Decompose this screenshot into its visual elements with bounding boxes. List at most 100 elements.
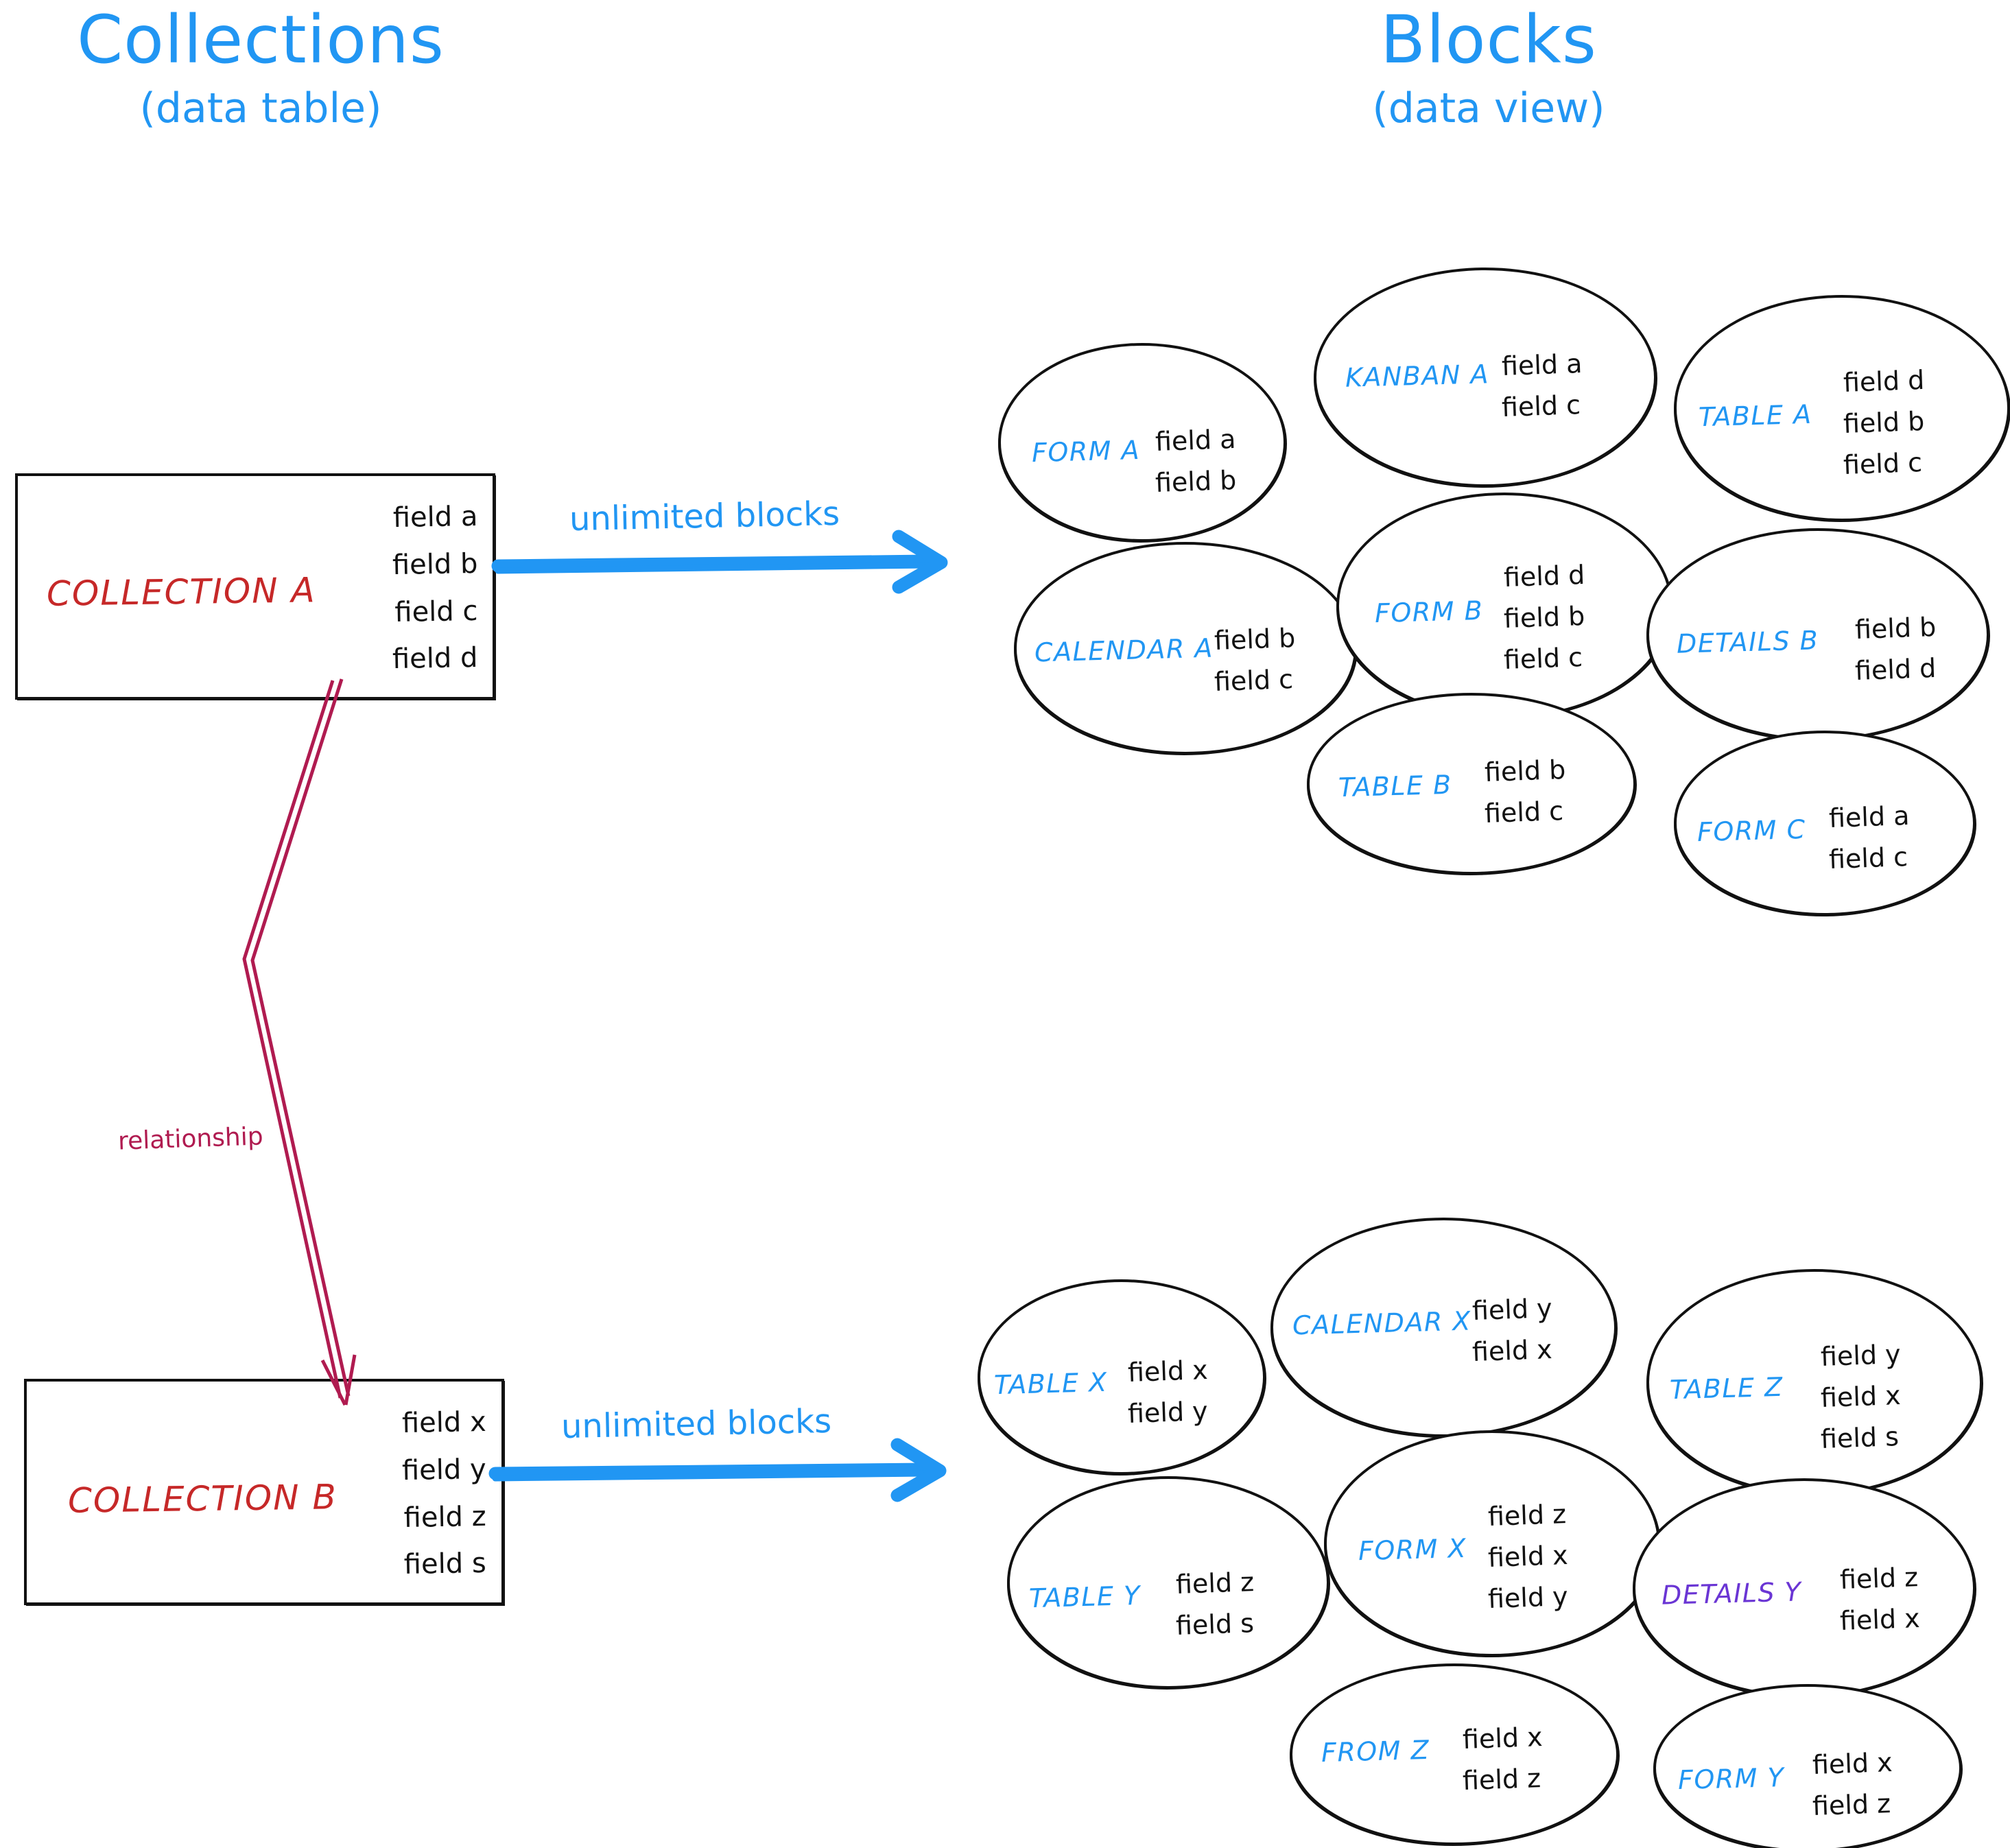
block-table-x-fields: field x field y	[1127, 1351, 1209, 1433]
block-field: field c	[1843, 447, 1923, 481]
block-kanban-a[interactable]: KANBAN A field a field c	[1314, 268, 1657, 487]
block-calendar-x-label: CALENDAR X	[1292, 1305, 1472, 1341]
block-table-z-fields: field y field x field s	[1820, 1335, 1902, 1458]
block-calendar-a-fields: field b field c	[1214, 619, 1296, 701]
block-table-x[interactable]: TABLE X field x field y	[978, 1279, 1266, 1475]
collection-a-fields: field a field b field c field d	[392, 494, 477, 683]
collection-a-field: field d	[392, 642, 478, 676]
block-field: field y	[1471, 1292, 1553, 1327]
block-field: field a	[1155, 423, 1237, 458]
block-field: field c	[1501, 390, 1581, 423]
block-from-z-fields: field x field z	[1462, 1718, 1544, 1800]
block-field: field y	[1487, 1581, 1569, 1615]
block-field: field d	[1843, 364, 1925, 399]
block-field: field x	[1820, 1380, 1902, 1414]
block-form-a-label: FORM A	[1031, 434, 1141, 469]
block-form-x-fields: field z field x field y	[1487, 1495, 1569, 1618]
heading-blocks-subtitle: (data view)	[1372, 84, 1605, 132]
block-table-b[interactable]: TABLE B field b field c	[1307, 693, 1636, 875]
block-table-b-label: TABLE B	[1338, 769, 1453, 803]
block-form-a-fields: field a field b	[1155, 420, 1237, 502]
block-field: field x	[1839, 1603, 1921, 1637]
block-field: field x	[1462, 1721, 1544, 1755]
block-form-y-fields: field x field z	[1812, 1743, 1893, 1825]
heading-collections: Collections (data table)	[41, 7, 480, 133]
block-calendar-a[interactable]: CALENDAR A field b field c	[1014, 542, 1357, 755]
block-calendar-a-label: CALENDAR A	[1034, 632, 1214, 668]
block-field: field a	[1828, 800, 1911, 834]
collection-b-fields: field x field y field z field s	[402, 1399, 486, 1588]
block-details-b[interactable]: DETAILS B field b field d	[1646, 528, 1989, 741]
heading-blocks-title: Blocks	[1380, 1, 1597, 78]
block-field: field z	[1839, 1562, 1919, 1596]
collection-b-field: field y	[401, 1453, 487, 1486]
block-field: field c	[1503, 642, 1583, 676]
block-field: field d	[1503, 559, 1585, 593]
block-field: field b	[1484, 754, 1566, 788]
block-form-x[interactable]: FORM X field z field x field y	[1324, 1430, 1660, 1657]
block-table-y-label: TABLE Y	[1028, 1580, 1142, 1614]
block-table-y[interactable]: TABLE Y field z field s	[1007, 1476, 1329, 1689]
block-field: field z	[1487, 1499, 1567, 1532]
block-field: field x	[1471, 1334, 1553, 1368]
block-details-b-label: DETAILS B	[1676, 625, 1819, 659]
block-details-y[interactable]: DETAILS Y field z field x	[1633, 1478, 1976, 1698]
block-field: field y	[1127, 1396, 1209, 1430]
block-table-z[interactable]: TABLE Z field y field x field s	[1646, 1269, 1983, 1495]
block-field: field z	[1175, 1567, 1255, 1600]
block-kanban-a-fields: field a field c	[1501, 344, 1583, 427]
block-field: field c	[1828, 842, 1908, 875]
block-calendar-x[interactable]: CALENDAR X field y field x	[1270, 1218, 1617, 1437]
block-field: field a	[1501, 348, 1583, 382]
collection-a-box[interactable]: COLLECTION A field a field b field c fie…	[15, 473, 495, 700]
block-field: field s	[1820, 1421, 1900, 1455]
collection-b-box[interactable]: COLLECTION B field x field y field z fie…	[24, 1379, 504, 1605]
block-form-x-label: FORM X	[1358, 1532, 1467, 1567]
block-details-y-label: DETAILS Y	[1661, 1576, 1802, 1611]
block-table-a-fields: field d field b field c	[1843, 361, 1925, 484]
arrow-label-unlimited-blocks-bottom: unlimited blocks	[560, 1401, 832, 1447]
block-field: field x	[1812, 1746, 1893, 1781]
heading-collections-subtitle: (data table)	[139, 84, 382, 132]
block-from-z-label: FROM Z	[1321, 1734, 1430, 1768]
block-field: field b	[1155, 464, 1237, 499]
collection-b-field: field x	[401, 1406, 487, 1440]
arrow-label-unlimited-blocks-top: unlimited blocks	[569, 494, 840, 539]
block-form-y[interactable]: FORM Y field x field z	[1653, 1684, 1962, 1848]
block-details-y-fields: field z field x	[1839, 1558, 1921, 1640]
block-field: field b	[1843, 405, 1925, 440]
block-field: field b	[1503, 600, 1585, 635]
block-field: field x	[1487, 1540, 1569, 1574]
collection-a-field: field c	[394, 595, 478, 628]
block-field: field c	[1484, 796, 1564, 829]
block-field: field b	[1214, 622, 1296, 656]
block-field: field b	[1854, 611, 1937, 645]
heading-blocks: Blocks (data view)	[1269, 7, 1708, 133]
block-calendar-x-fields: field y field x	[1471, 1289, 1553, 1371]
block-form-b[interactable]: FORM B field d field b field c	[1336, 493, 1672, 719]
block-table-y-fields: field z field s	[1175, 1563, 1255, 1645]
block-form-a[interactable]: FORM A field a field b	[998, 343, 1286, 542]
block-from-z[interactable]: FROM Z field x field z	[1290, 1663, 1619, 1845]
block-table-a-label: TABLE A	[1698, 399, 1813, 433]
heading-collections-title: Collections	[77, 1, 445, 78]
collection-a-field: field a	[392, 500, 478, 534]
block-field: field d	[1854, 652, 1937, 687]
block-form-y-label: FORM Y	[1677, 1762, 1785, 1796]
block-field: field z	[1812, 1788, 1891, 1822]
arrow-unlimited-blocks-bottom	[488, 1438, 947, 1502]
block-details-b-fields: field b field d	[1854, 608, 1937, 690]
block-table-b-fields: field b field c	[1484, 750, 1566, 833]
block-form-b-fields: field d field b field c	[1503, 556, 1585, 679]
collection-b-field: field z	[403, 1500, 487, 1534]
collection-a-field: field b	[392, 547, 478, 581]
block-form-c[interactable]: FORM C field a field c	[1674, 731, 1976, 916]
block-field: field c	[1214, 664, 1294, 698]
block-field: field y	[1820, 1338, 1902, 1373]
block-table-a[interactable]: TABLE A field d field b field c	[1674, 295, 2010, 521]
collection-b-field: field s	[403, 1548, 487, 1581]
block-field: field z	[1462, 1763, 1541, 1797]
collection-a-name: COLLECTION A	[46, 570, 317, 614]
arrow-unlimited-blocks-top	[491, 530, 948, 594]
